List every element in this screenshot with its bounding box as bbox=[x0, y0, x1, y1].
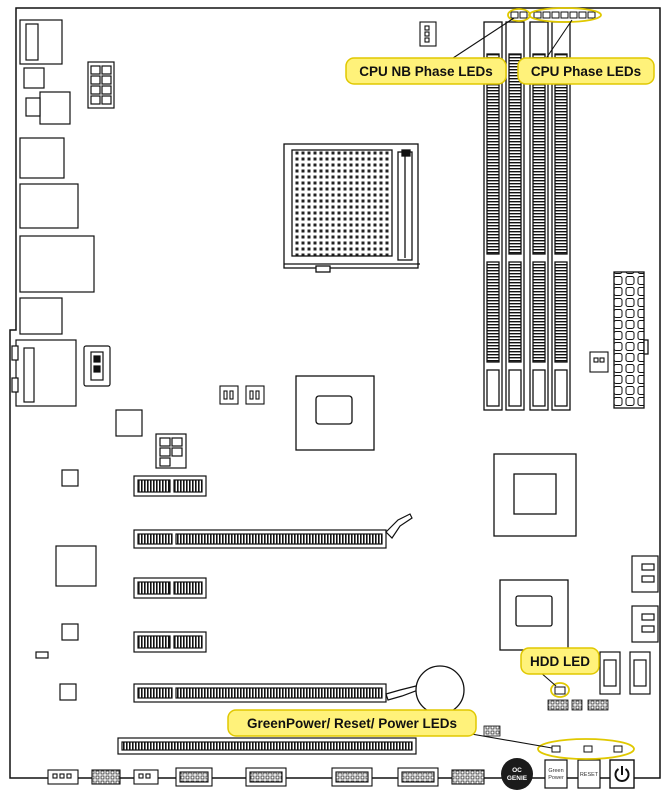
hdd-led bbox=[554, 686, 566, 695]
hdd-led-highlight bbox=[550, 682, 570, 698]
cpu-led-highlight bbox=[528, 7, 602, 23]
callout-green-reset-power: GreenPower/ Reset/ Power LEDs bbox=[227, 709, 553, 749]
cmos-battery bbox=[415, 665, 465, 715]
chipset-lower bbox=[499, 579, 569, 651]
bottom-headers bbox=[47, 767, 485, 787]
callout-cpu-phase-text: CPU Phase LEDs bbox=[531, 64, 641, 79]
callout-cpu-nb-phase: CPU NB Phase LEDs bbox=[345, 17, 515, 85]
pci-slot bbox=[117, 737, 417, 755]
button-leds-highlight bbox=[537, 738, 635, 760]
reset-label: RESET bbox=[580, 772, 599, 778]
callout-cpu-phase: CPU Phase LEDs bbox=[517, 19, 655, 85]
fan-headers-mid bbox=[219, 385, 265, 405]
cpu-phase-leds bbox=[533, 11, 596, 19]
aux-power-connector bbox=[155, 433, 187, 469]
callout-hdd: HDD LED bbox=[520, 647, 600, 687]
dimm-slot-1 bbox=[483, 21, 503, 411]
sata-connectors bbox=[599, 555, 659, 695]
usb-connector bbox=[83, 345, 111, 387]
dimm-slot-2 bbox=[505, 21, 525, 411]
green-reset-power-leds bbox=[551, 745, 623, 753]
callout-hdd-text: HDD LED bbox=[530, 654, 590, 669]
pcie-x1-slot-1 bbox=[133, 475, 207, 497]
callout-cpu-nb-phase-text: CPU NB Phase LEDs bbox=[359, 64, 493, 79]
oc-genie-label-1: OC bbox=[512, 767, 522, 774]
fan-header-top bbox=[419, 21, 437, 47]
cpu-nb-phase-leds bbox=[510, 11, 528, 19]
misc-chips bbox=[35, 409, 143, 701]
dimm-slot-4 bbox=[551, 21, 571, 411]
pcie-x16-slot-2 bbox=[133, 683, 419, 703]
pcie-x1-slot-3 bbox=[133, 631, 207, 653]
cpu-socket bbox=[283, 143, 420, 273]
board-outline bbox=[9, 7, 661, 779]
atx-power-24pin bbox=[613, 271, 649, 409]
power-button bbox=[609, 759, 635, 789]
reset-button: RESET bbox=[577, 759, 601, 789]
cpu-power-8pin bbox=[87, 61, 115, 109]
dimm-slots bbox=[483, 21, 571, 411]
green-power-label-1: Green bbox=[548, 768, 563, 774]
green-power-label-2: Power bbox=[548, 775, 564, 781]
green-power-button: Green Power bbox=[544, 759, 568, 789]
northbridge-chip bbox=[295, 375, 375, 451]
dimm-slot-3 bbox=[529, 21, 549, 411]
southbridge-chip bbox=[493, 453, 577, 537]
oc-genie-button: OC GENIE bbox=[501, 758, 533, 790]
rear-io-panel bbox=[11, 19, 95, 407]
callout-green-reset-power-text: GreenPower/ Reset/ Power LEDs bbox=[247, 716, 457, 731]
pcie-x16-slot-1 bbox=[133, 513, 413, 549]
oc-genie-label-2: GENIE bbox=[507, 775, 528, 782]
front-panel-headers bbox=[483, 699, 609, 737]
cpu-nb-led-highlight bbox=[507, 8, 531, 22]
fan-header-right bbox=[589, 351, 609, 373]
pcie-x1-slot-2 bbox=[133, 577, 207, 599]
power-icon bbox=[614, 766, 630, 782]
